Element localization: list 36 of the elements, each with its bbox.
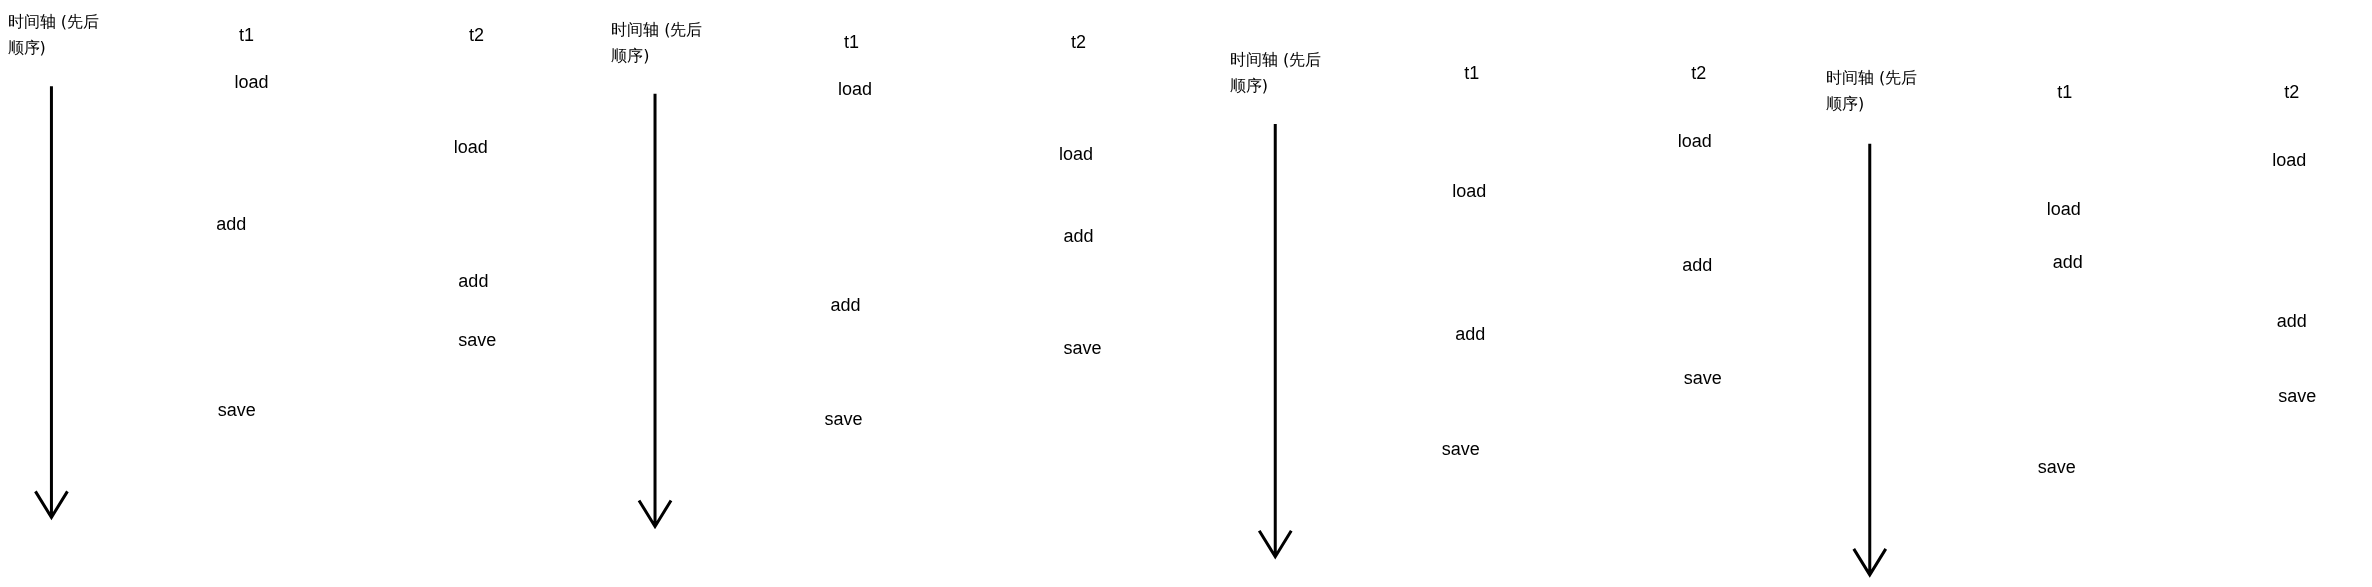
- event-label: save: [1683, 367, 1722, 391]
- event-label: add: [2276, 309, 2307, 333]
- event-label: load: [1058, 143, 1093, 167]
- column-header: t2: [1071, 31, 1087, 55]
- event-label: add: [1682, 253, 1713, 277]
- event-label: save: [217, 398, 256, 422]
- column-header: t1: [1464, 61, 1480, 85]
- column-header: t1: [239, 23, 254, 47]
- column-header: t2: [1691, 61, 1707, 85]
- event-label: load: [234, 70, 269, 94]
- axis-label: 时间轴 (先后顺序): [611, 18, 704, 67]
- axis-label: 时间轴 (先后顺序): [1229, 48, 1323, 97]
- event-label: load: [1452, 179, 1487, 203]
- column-header: t1: [2057, 81, 2073, 105]
- event-label: save: [1441, 438, 1480, 462]
- event-label: add: [830, 294, 861, 318]
- event-label: save: [458, 329, 497, 353]
- event-label: save: [2278, 385, 2317, 409]
- event-label: load: [2272, 149, 2307, 173]
- column-header: t2: [468, 23, 484, 47]
- column-header: t1: [844, 31, 860, 55]
- event-label: save: [2037, 456, 2076, 480]
- column-header: t2: [2284, 81, 2300, 105]
- event-label: save: [1063, 336, 1102, 360]
- event-label: add: [1455, 323, 1486, 347]
- axis-label: 时间轴 (先后顺序): [1825, 67, 1919, 116]
- event-label: load: [2046, 197, 2081, 221]
- event-label: add: [1063, 224, 1094, 248]
- event-label: save: [824, 407, 863, 431]
- event-label: add: [458, 270, 489, 294]
- event-label: load: [453, 135, 488, 159]
- event-label: add: [2052, 250, 2083, 274]
- event-label: load: [1677, 129, 1712, 153]
- event-label: load: [838, 78, 873, 102]
- event-label: add: [216, 212, 247, 236]
- axis-label: 时间轴 (先后顺序): [7, 11, 100, 60]
